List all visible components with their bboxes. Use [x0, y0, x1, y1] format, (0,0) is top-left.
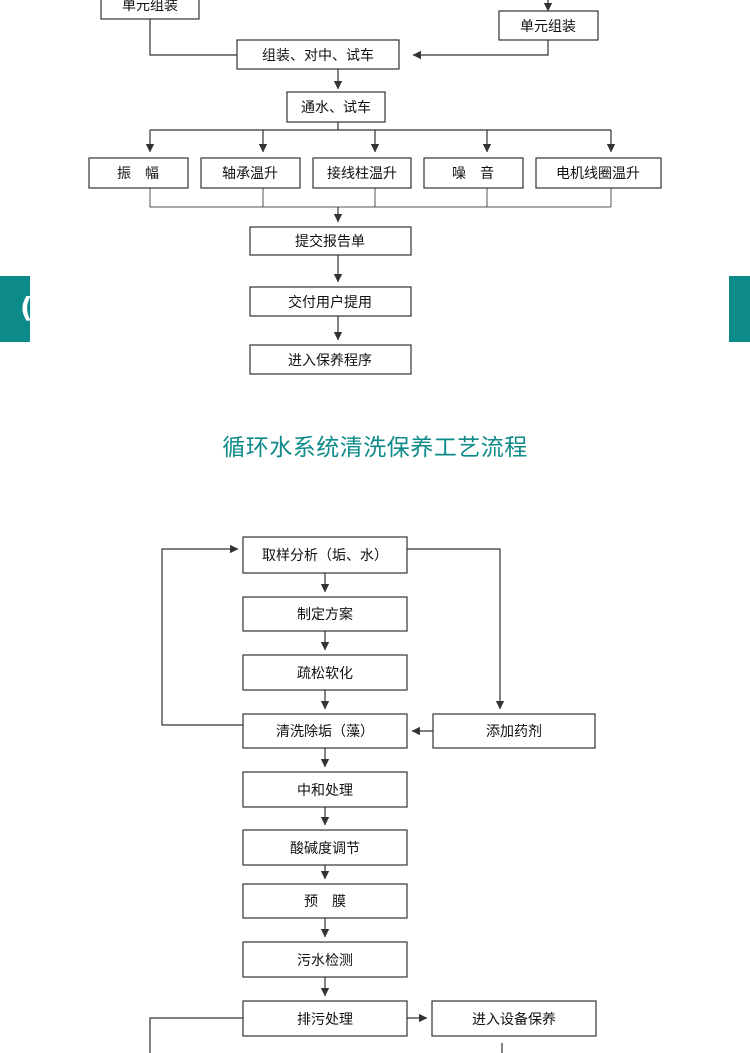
node-enter-maintenance: 进入保养程序	[249, 344, 412, 375]
node-pre-film: 预 膜	[242, 883, 408, 919]
node-unit-assembly-right: 单元组装	[498, 10, 599, 41]
node-discharge: 排污处理	[242, 1000, 408, 1037]
node-noise: 噪 音	[423, 157, 524, 189]
node-submit-report: 提交报告单	[249, 226, 412, 256]
node-label: 接线柱温升	[327, 165, 397, 182]
node-sampling: 取样分析（垢、水）	[242, 536, 408, 574]
node-deliver-user: 交付用户提用	[249, 286, 412, 317]
node-water-test: 通水、试车	[286, 91, 386, 123]
node-label: 噪 音	[452, 165, 494, 182]
edge-unit-right-to-assembly	[412, 40, 549, 60]
node-label: 单元组装	[520, 19, 576, 35]
edge-unit-left-to-assembly	[149, 19, 237, 56]
node-label: 取样分析（垢、水）	[262, 548, 388, 564]
node-assembly-align-test: 组装、对中、试车	[236, 39, 400, 70]
node-label: 轴承温升	[222, 166, 278, 182]
node-label: 电机线圈温升	[556, 166, 640, 182]
node-label: 组装、对中、试车	[262, 47, 374, 64]
node-label: 进入保养程序	[288, 353, 372, 369]
flow2-edges	[149, 544, 505, 1053]
node-label: 添加药剂	[486, 724, 542, 740]
node-label: 疏松软化	[297, 666, 353, 682]
side-tab-left[interactable]: (	[0, 276, 33, 342]
node-label: 制定方案	[297, 606, 353, 623]
node-label: 通水、试车	[301, 99, 371, 116]
node-label: 交付用户提用	[288, 294, 372, 311]
node-label: 污水检测	[297, 953, 353, 969]
node-label: 提交报告单	[295, 233, 365, 250]
section-title: 循环水系统清洗保养工艺流程	[222, 435, 528, 461]
node-make-plan: 制定方案	[242, 596, 408, 632]
node-label: 进入设备保养	[472, 1011, 556, 1028]
node-coil-temp: 电机线圈温升	[535, 157, 662, 189]
node-loosen-soften: 疏松软化	[242, 654, 408, 691]
node-label: 中和处理	[297, 783, 353, 799]
edge-loop-clean-to-sampling	[161, 544, 243, 726]
node-unit-assembly-left: 单元组装	[100, 0, 200, 20]
node-label: 酸碱度调节	[290, 841, 360, 857]
node-label: 预 膜	[304, 894, 346, 910]
node-vibration: 振 幅	[88, 157, 189, 189]
node-label: 排污处理	[297, 1012, 353, 1028]
edge-sampling-to-chemicals	[407, 548, 505, 710]
node-bearing-temp: 轴承温升	[200, 157, 301, 189]
node-sewage-test: 污水检测	[242, 941, 408, 978]
node-terminal-temp: 接线柱温升	[312, 157, 412, 189]
node-add-chemicals: 添加药剂	[432, 713, 596, 749]
node-ph-adjust: 酸碱度调节	[242, 829, 408, 866]
side-tab-right[interactable]	[729, 276, 750, 342]
node-label: 单元组装	[122, 0, 178, 14]
node-clean-descale: 清洗除垢（藻）	[242, 713, 408, 749]
node-label: 振 幅	[117, 166, 159, 182]
node-label: 清洗除垢（藻）	[276, 724, 374, 740]
edge-collector	[149, 188, 612, 208]
flow1-edges	[145, 0, 616, 341]
edge-discharge-left-out	[149, 1017, 243, 1053]
node-equipment-maintenance: 进入设备保养	[431, 1000, 597, 1037]
side-tab-glyph: (	[20, 291, 33, 324]
node-neutralize: 中和处理	[242, 771, 408, 808]
